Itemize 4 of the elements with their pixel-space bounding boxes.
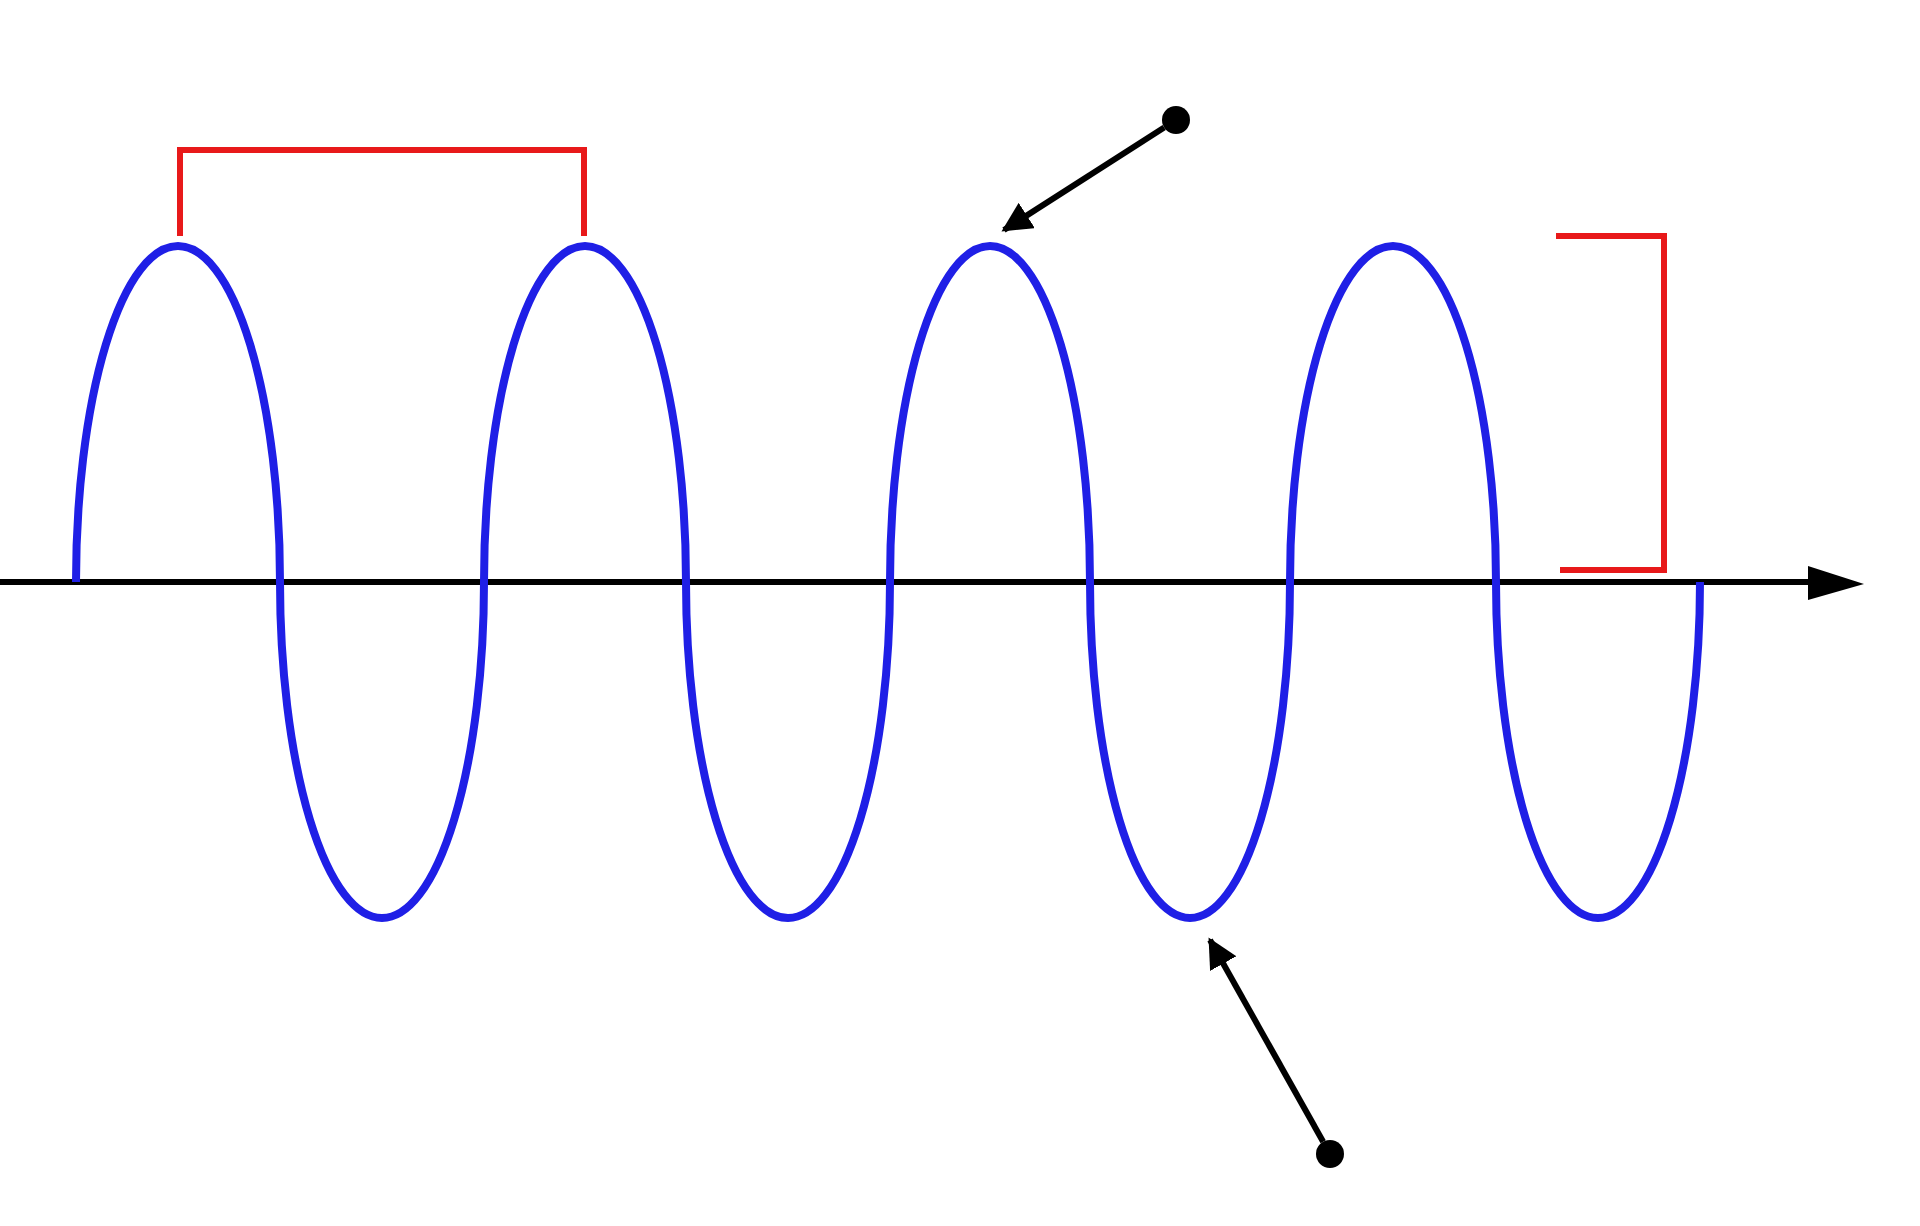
dot-marker (1316, 1140, 1344, 1168)
dot-marker (1162, 106, 1190, 134)
leader-arrow (1001, 125, 1166, 233)
leader-arrow (1207, 937, 1326, 1144)
